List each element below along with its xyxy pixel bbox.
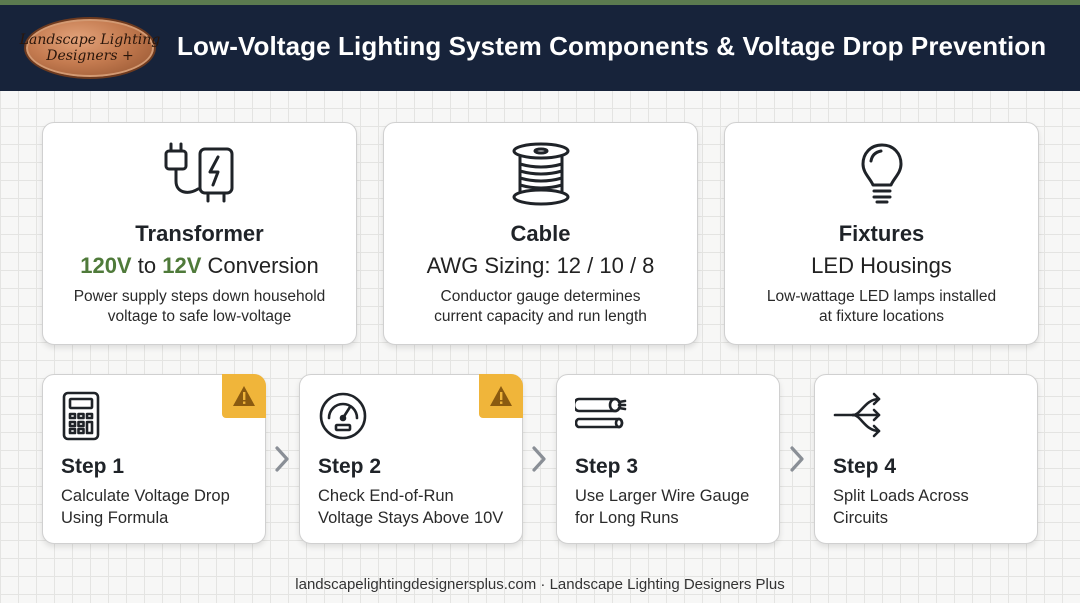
logo-line-1: Landscape Lighting bbox=[19, 32, 161, 48]
step-title: Step 1 bbox=[61, 455, 125, 478]
transformer-subtitle: 120V to 12V Conversion bbox=[43, 253, 356, 279]
step-description: Split Loads Across Circuits bbox=[833, 485, 1027, 529]
description-line: Low-wattage LED lamps installed bbox=[766, 288, 997, 305]
warning-icon bbox=[222, 374, 266, 418]
cable-subtitle: AWG Sizing: 12 / 10 / 8 bbox=[426, 253, 655, 278]
page-title: Low-Voltage Lighting System Components &… bbox=[177, 31, 1047, 61]
to-word: to bbox=[137, 253, 157, 278]
transformer-card: Transformer 120V to 12V Conversion Power… bbox=[42, 122, 357, 345]
fixtures-subtitle: LED Housings bbox=[811, 253, 952, 278]
cable-description: Conductor gauge determines current capac… bbox=[402, 287, 679, 327]
step-description: Check End-of-Run Voltage Stays Above 10V bbox=[318, 485, 512, 529]
description-line: Use Larger Wire Gauge bbox=[575, 487, 750, 505]
step-title: Step 4 bbox=[833, 455, 897, 478]
cable-card: Cable AWG Sizing: 12 / 10 / 8 Conductor … bbox=[383, 122, 698, 345]
step-description: Use Larger Wire Gauge for Long Runs bbox=[575, 485, 769, 529]
fixtures-title: Fixtures bbox=[838, 221, 925, 246]
transformer-title: Transformer bbox=[135, 221, 264, 246]
description-line: Power supply steps down household bbox=[73, 288, 326, 305]
description-line: at fixture locations bbox=[819, 308, 944, 325]
description-line: Check End-of-Run bbox=[318, 487, 454, 505]
calculator-icon bbox=[61, 391, 101, 446]
description-line: voltage to safe low-voltage bbox=[107, 308, 292, 325]
warning-icon bbox=[479, 374, 523, 418]
description-line: Using Formula bbox=[61, 509, 169, 527]
company-logo: Landscape Lighting Designers + bbox=[20, 17, 160, 79]
step-description: Calculate Voltage Drop Using Formula bbox=[61, 485, 255, 529]
step-2-card: Step 2 Check End-of-Run Voltage Stays Ab… bbox=[299, 374, 523, 544]
step-3-card: Step 3 Use Larger Wire Gauge for Long Ru… bbox=[556, 374, 780, 544]
step-title: Step 2 bbox=[318, 455, 382, 478]
description-line: Split Loads Across bbox=[833, 487, 969, 505]
plug-transformer-icon bbox=[43, 141, 356, 207]
conversion-word: Conversion bbox=[207, 253, 319, 278]
description-line: Calculate Voltage Drop bbox=[61, 487, 230, 505]
step-1-card: Step 1 Calculate Voltage Drop Using Form… bbox=[42, 374, 266, 544]
cable-title: Cable bbox=[510, 221, 571, 246]
fixtures-description: Low-wattage LED lamps installed at fixtu… bbox=[743, 287, 1020, 327]
step-title: Step 3 bbox=[575, 455, 639, 478]
gauge-meter-icon bbox=[318, 391, 368, 446]
description-line: Voltage Stays Above 10V bbox=[318, 509, 504, 527]
input-voltage: 120V bbox=[80, 253, 132, 278]
step-4-card: Step 4 Split Loads Across Circuits bbox=[814, 374, 1038, 544]
split-arrows-icon bbox=[833, 391, 885, 444]
header-bar: Landscape Lighting Designers + Low-Volta… bbox=[0, 5, 1080, 91]
description-line: Conductor gauge determines bbox=[440, 288, 641, 305]
footer-credit: landscapelightingdesignersplus.com · Lan… bbox=[295, 576, 785, 593]
chevron-right-icon bbox=[275, 446, 289, 472]
wire-cable-icon bbox=[572, 391, 627, 440]
description-line: Circuits bbox=[833, 509, 889, 527]
description-line: for Long Runs bbox=[575, 509, 679, 527]
transformer-description: Power supply steps down household voltag… bbox=[61, 287, 338, 327]
top-accent-stripe bbox=[0, 0, 1080, 5]
fixtures-card: Fixtures LED Housings Low-wattage LED la… bbox=[724, 122, 1039, 345]
light-bulb-icon bbox=[725, 141, 1038, 207]
cable-spool-icon bbox=[384, 141, 697, 207]
logo-line-2: Designers + bbox=[46, 48, 134, 64]
chevron-right-icon bbox=[790, 446, 804, 472]
chevron-right-icon bbox=[532, 446, 546, 472]
description-line: current capacity and run length bbox=[434, 308, 647, 325]
output-voltage: 12V bbox=[162, 253, 202, 278]
